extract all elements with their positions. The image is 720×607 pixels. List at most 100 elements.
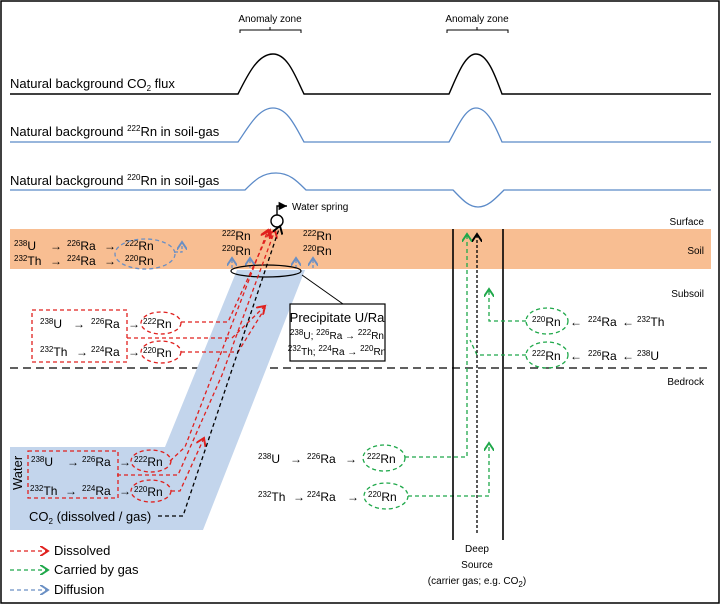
svg-text:→: → <box>128 317 140 331</box>
svg-text:238U: 238U <box>31 455 53 469</box>
rn222-soil-gas-label: Natural background 222Rn in soil-gas <box>10 124 220 139</box>
svg-text:→: → <box>119 484 131 498</box>
svg-text:232Th: 232Th <box>637 315 664 329</box>
svg-text:222Rn: 222Rn <box>125 239 154 253</box>
svg-text:232Th: 232Th <box>14 254 41 268</box>
svg-text:238U: 238U <box>637 349 659 363</box>
svg-text:←: ← <box>622 315 634 329</box>
co2-dissolved-label: CO2 (dissolved / gas) <box>29 509 151 526</box>
svg-text:220Rn: 220Rn <box>134 485 163 499</box>
svg-text:→: → <box>104 254 116 268</box>
rn222-soil-gas-profile <box>10 107 711 143</box>
svg-text:238U: 238U <box>14 239 36 253</box>
soil-diffusion-arrow <box>175 242 182 253</box>
right-subsoil-decay-chain: 220Rn ← 224Ra ← 232Th 222Rn ← 226Ra ← 23… <box>525 307 664 369</box>
svg-text:→: → <box>347 490 359 504</box>
co2-flux-label: Natural background CO2 flux <box>10 76 175 93</box>
svg-text:224Ra: 224Ra <box>91 345 120 359</box>
water-conduit-zone <box>10 270 305 530</box>
svg-text:Diffusion: Diffusion <box>54 582 104 597</box>
svg-text:226Ra: 226Ra <box>307 452 336 466</box>
svg-text:220Rn: 220Rn <box>222 244 251 258</box>
precipitate-box: Precipitate U/Ra 238U; 226Ra → 222Rn 232… <box>288 303 386 362</box>
legend-item-dissolved: Dissolved <box>10 543 110 558</box>
svg-text:220Rn: 220Rn <box>303 244 332 258</box>
svg-text:220Rn: 220Rn <box>368 490 397 504</box>
svg-text:→: → <box>67 455 79 469</box>
svg-text:226Ra: 226Ra <box>588 349 617 363</box>
soil-decay-chain: 238U → 226Ra → 222Rn 232Th → 224Ra → 220… <box>14 238 182 270</box>
right-gas-paths <box>469 289 526 356</box>
svg-text:238U: 238U <box>40 317 62 331</box>
svg-text:Dissolved: Dissolved <box>54 543 110 558</box>
soil-layer-band <box>10 229 711 269</box>
water-spring-label: Water spring <box>292 202 348 213</box>
soil-label: Soil <box>687 246 704 257</box>
svg-text:222Rn: 222Rn <box>143 317 172 331</box>
svg-text:←: ← <box>622 349 634 363</box>
rn220-soil-gas-label: Natural background 220Rn in soil-gas <box>10 173 220 188</box>
svg-text:→: → <box>290 452 302 466</box>
svg-text:→: → <box>76 345 88 359</box>
bedrock-label: Bedrock <box>667 377 705 388</box>
svg-text:224Ra: 224Ra <box>588 315 617 329</box>
spring-soil-rn-labels: 222Rn 220Rn 222Rn 220Rn <box>222 229 332 258</box>
svg-text:Carried by gas: Carried by gas <box>54 562 139 577</box>
soil-rn-diffusion-ellipse <box>114 238 176 270</box>
svg-text:238U: 238U <box>258 452 280 466</box>
svg-text:Source: Source <box>461 560 493 571</box>
svg-text:Precipitate U/Ra: Precipitate U/Ra <box>290 310 385 325</box>
svg-text:→: → <box>293 490 305 504</box>
co2-dissolved-path <box>158 226 280 517</box>
svg-text:→: → <box>345 452 357 466</box>
svg-text:224Ra: 224Ra <box>82 484 111 498</box>
bedrock-decay-chain: 238U → 226Ra → 222Rn 232Th → 224Ra → 220… <box>258 444 409 510</box>
svg-text:→: → <box>50 254 62 268</box>
svg-text:232Th; 224Ra → 220Rn: 232Th; 224Ra → 220Rn <box>288 344 386 358</box>
svg-text:226Ra: 226Ra <box>67 239 96 253</box>
deep-source-label: Deep Source (carrier gas; e.g. CO2) <box>428 544 526 589</box>
water-dissolved-paths <box>117 230 275 492</box>
water-spring-outlet <box>270 214 284 228</box>
svg-text:232Th: 232Th <box>258 490 285 504</box>
svg-text:224Ra: 224Ra <box>67 254 96 268</box>
svg-text:→: → <box>128 345 140 359</box>
svg-text:→: → <box>65 484 77 498</box>
anomaly-zone-label-2: Anomaly zone <box>445 14 509 25</box>
spring-diffusion-arrows <box>232 258 313 268</box>
svg-text:→: → <box>73 317 85 331</box>
surface-label: Surface <box>670 217 705 228</box>
svg-text:222Rn: 222Rn <box>303 229 332 243</box>
svg-text:238U; 226Ra → 222Rn: 238U; 226Ra → 222Rn <box>290 328 384 342</box>
svg-text:220Rn: 220Rn <box>143 346 172 360</box>
svg-text:222Rn: 222Rn <box>134 455 163 469</box>
svg-text:226Ra: 226Ra <box>91 317 120 331</box>
rn220-soil-gas-profile <box>10 172 711 208</box>
legend: Dissolved Carried by gas Diffusion <box>10 543 139 597</box>
subsoil-label: Subsoil <box>671 289 704 300</box>
legend-item-diffusion: Diffusion <box>10 582 104 597</box>
svg-text:(carrier gas; e.g. CO2): (carrier gas; e.g. CO2) <box>428 576 526 589</box>
svg-text:226Ra: 226Ra <box>82 455 111 469</box>
subsoil-decay-chain: 238U → 226Ra → 232Th → 224Ra → 222Rn 220… <box>31 309 182 364</box>
co2-flux-profile <box>10 53 711 95</box>
svg-text:→: → <box>104 239 116 253</box>
precipitate-callout-line <box>301 274 344 305</box>
svg-text:222Rn: 222Rn <box>222 229 251 243</box>
svg-text:←: ← <box>570 349 582 363</box>
svg-text:220Rn: 220Rn <box>532 315 561 329</box>
svg-text:→: → <box>50 239 62 253</box>
anomaly-zone-label-1: Anomaly zone <box>238 14 302 25</box>
svg-text:224Ra: 224Ra <box>307 490 336 504</box>
water-spring-arrow <box>276 201 287 215</box>
water-decay-chain: Water 238U → 226Ra → 232Th → 224Ra → 222… <box>10 449 172 526</box>
anomaly-bracket-1: Anomaly zone <box>238 14 302 33</box>
svg-text:222Rn: 222Rn <box>367 452 396 466</box>
anomaly-bracket-2: Anomaly zone <box>445 14 509 33</box>
svg-text:222Rn: 222Rn <box>532 349 561 363</box>
legend-item-carried-by-gas: Carried by gas <box>10 562 139 577</box>
svg-text:232Th: 232Th <box>40 345 67 359</box>
